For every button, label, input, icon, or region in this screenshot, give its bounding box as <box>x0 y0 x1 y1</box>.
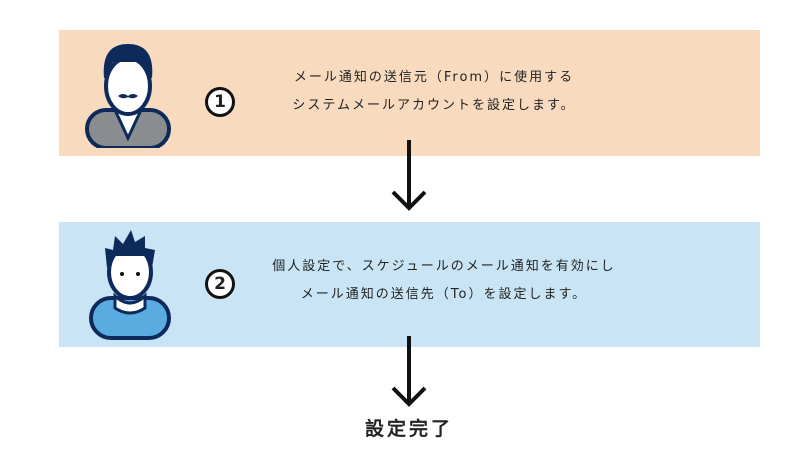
step-1-text: メール通知の送信元（From）に使用する システムメールアカウントを設定します。 <box>249 64 619 120</box>
step-number-2: 2 <box>205 269 235 299</box>
step-1-line-2: システムメールアカウントを設定します。 <box>292 98 576 113</box>
user-avatar-icon <box>89 230 171 340</box>
step-2-line-1: 個人設定で、スケジュールのメール通知を有効にし <box>272 259 616 274</box>
completion-label: 設定完了 <box>364 418 453 440</box>
admin-avatar-icon <box>85 44 171 148</box>
step-2-text: 個人設定で、スケジュールのメール通知を有効にし メール通知の送信先（To）を設定… <box>249 253 639 309</box>
arrow-down-icon <box>391 336 427 407</box>
step-1-panel: 1 メール通知の送信元（From）に使用する システムメールアカウントを設定しま… <box>59 30 760 156</box>
step-number-1: 1 <box>205 87 235 117</box>
step-2-line-2: メール通知の送信先（To）を設定します。 <box>300 287 588 302</box>
step-1-line-1: メール通知の送信元（From）に使用する <box>293 70 575 85</box>
arrow-down-icon <box>391 140 427 211</box>
step-2-panel: 2 個人設定で、スケジュールのメール通知を有効にし メール通知の送信先（To）を… <box>59 222 760 347</box>
